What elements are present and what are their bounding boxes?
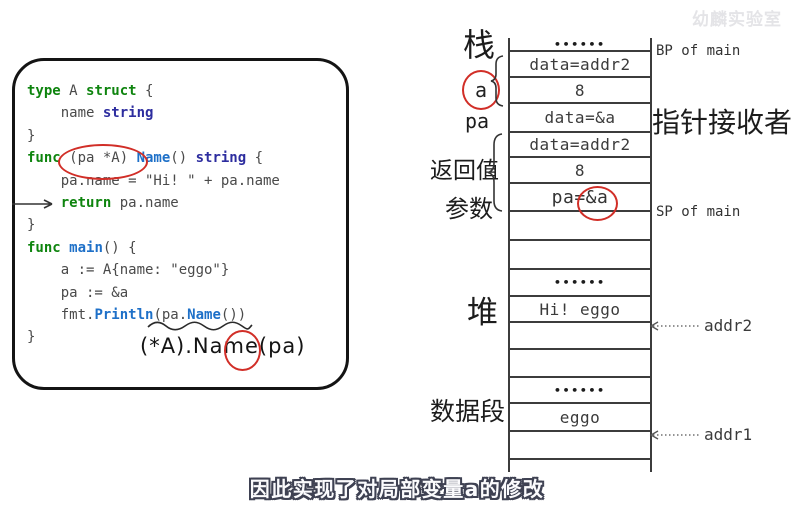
- wavy-underline: [147, 321, 253, 331]
- code-line: type A struct {: [27, 83, 154, 99]
- mem-row-a-len: 8: [510, 78, 650, 104]
- receiver-highlight-circle: [58, 144, 148, 180]
- code-line: }: [27, 217, 36, 234]
- label-return-value: 返回值: [430, 158, 499, 184]
- mem-row-empty: [510, 323, 650, 350]
- label-params: 参数: [445, 195, 493, 223]
- mem-row-dataseg-string: eggo: [510, 404, 650, 432]
- brace-return-value: [487, 133, 503, 212]
- label-data-segment: 数据段: [430, 397, 506, 426]
- label-var-a-circled: a: [462, 70, 500, 110]
- label-bp-of-main: BP of main: [656, 43, 741, 59]
- subtitle-caption: 因此实现了对局部变量a的修改: [249, 477, 545, 501]
- handwritten-annotation: (*A).Name(pa): [140, 334, 306, 358]
- mem-row-empty: [510, 212, 650, 241]
- code-line: return pa.name: [60, 194, 179, 211]
- mem-row-empty: [510, 432, 650, 460]
- mem-row-empty: [510, 241, 650, 270]
- code-line: a := A{name: "eggo"}: [27, 262, 230, 279]
- mem-row-open: [510, 460, 650, 472]
- dotted-arrow-icon: [649, 429, 699, 440]
- code-line: pa.name = "Hi! " + pa.name: [27, 172, 280, 189]
- code-line: name string: [27, 105, 154, 122]
- mem-row-ret-data: data=addr2: [510, 133, 650, 158]
- code-box: [12, 58, 349, 390]
- code-line: func (pa *A) Name() string {: [27, 150, 264, 167]
- addr2-pointer: addr2: [649, 316, 752, 335]
- code-line: }: [27, 127, 36, 144]
- label-sp-of-main: SP of main: [656, 204, 741, 220]
- label-pa: pa: [465, 109, 490, 133]
- brace-var-a: [490, 55, 504, 107]
- amp-a-highlight-circle: [577, 186, 618, 221]
- code-line: func main() {: [27, 239, 137, 256]
- code-line: }: [27, 329, 36, 346]
- mem-row-empty: [510, 350, 650, 378]
- mem-row-dots: ••••••: [510, 38, 650, 52]
- label-heap: 堆: [467, 295, 498, 331]
- channel-watermark: 幼麟实验室: [692, 10, 782, 30]
- label-addr2: addr2: [704, 316, 753, 335]
- return-arrow-icon: [12, 199, 53, 209]
- mem-row-dots: ••••••: [510, 378, 650, 404]
- code-line: fmt.Println(pa.Name()): [27, 306, 247, 323]
- dotted-arrow-icon: [649, 320, 699, 331]
- code-block: type A struct { name string } func (pa *…: [27, 80, 280, 349]
- label-stack: 栈: [463, 26, 496, 64]
- annotation-pa-circle: [224, 330, 261, 371]
- mem-row-dots: ••••••: [510, 270, 650, 297]
- mem-row-a-data: data=addr2: [510, 52, 650, 78]
- mem-row-pa: data=&a: [510, 104, 650, 133]
- addr1-pointer: addr1: [649, 425, 752, 444]
- mem-row-heap-string: Hi! eggo: [510, 297, 650, 323]
- code-line: pa := &a: [27, 284, 129, 301]
- mem-row-ret-len: 8: [510, 158, 650, 184]
- label-pointer-receiver: 指针接收者: [652, 106, 793, 139]
- label-addr1: addr1: [704, 425, 753, 444]
- memory-diagram: •••••• data=addr2 8 data=&a data=addr2 8…: [508, 38, 652, 472]
